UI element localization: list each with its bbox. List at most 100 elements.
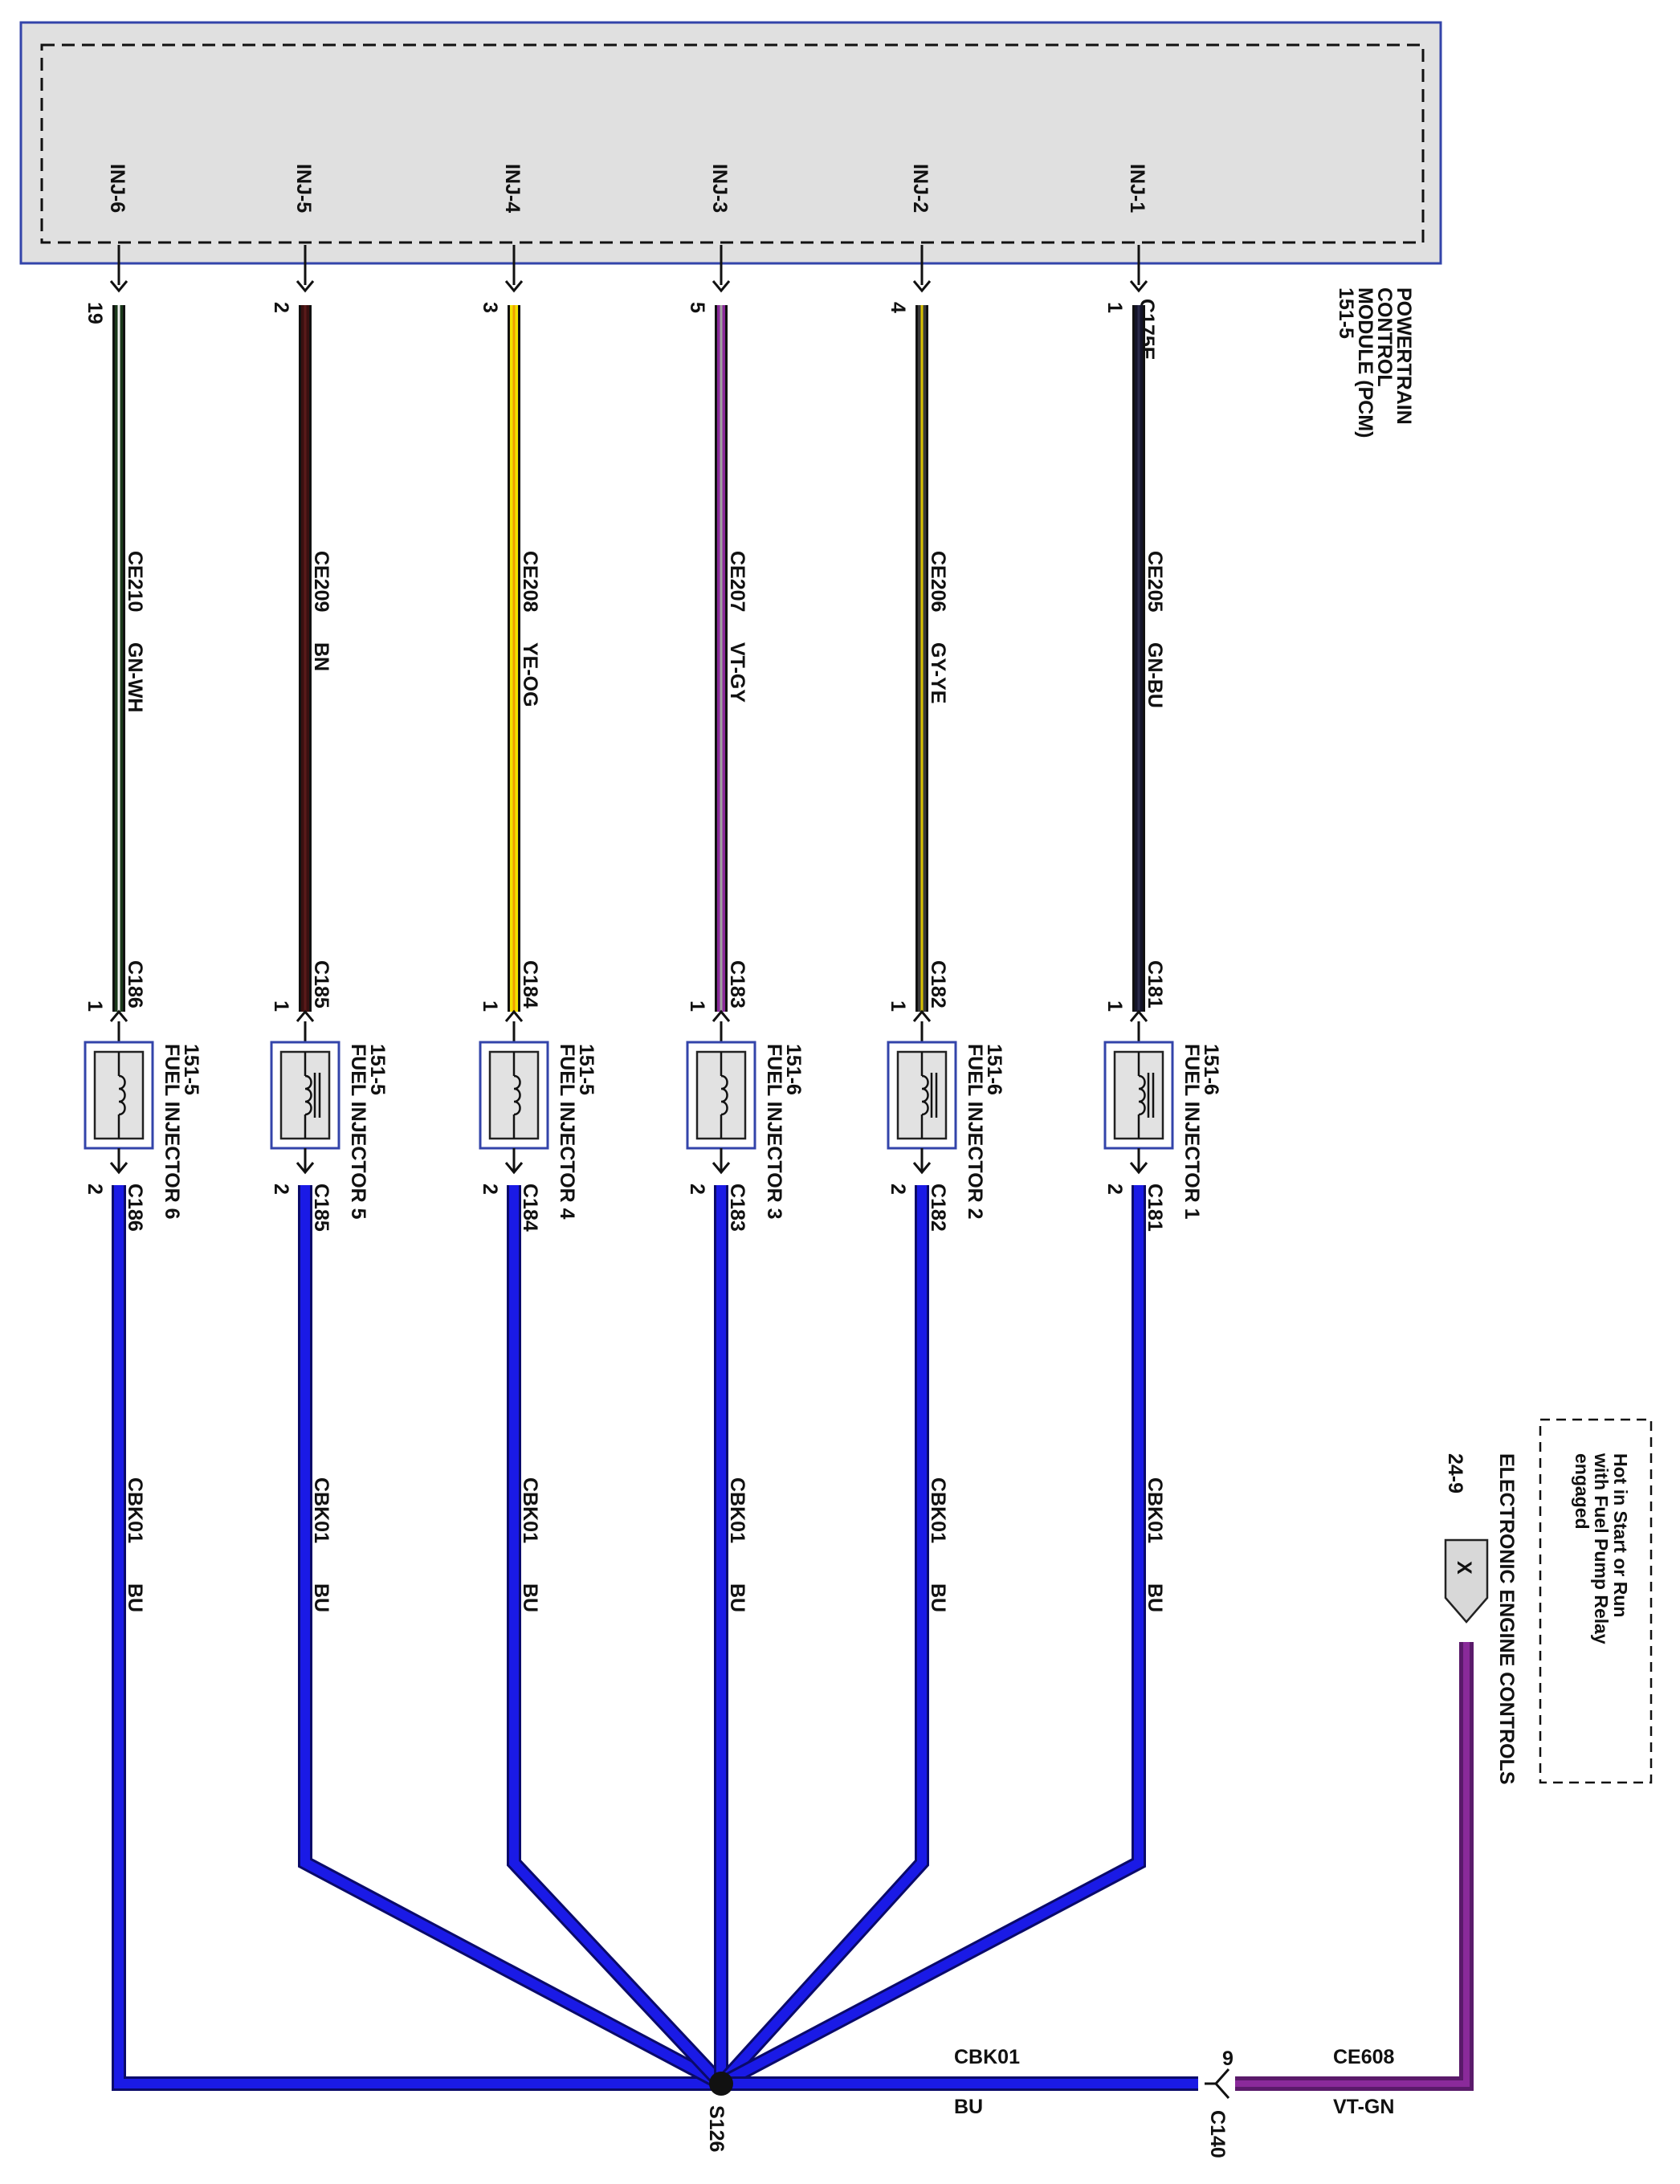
pcm-pin-label: INJ-2 [909,164,932,213]
color-code-label: GY-YE [927,642,949,703]
pcm-pin-number: 1 [1103,302,1126,313]
ground-circuit-label: CBK01 [310,1477,332,1543]
connector-chevron-icon [1129,1162,1148,1175]
connector-chevron-icon [109,280,128,293]
pcm-pin-number: 3 [479,302,501,313]
pin-in-label: 1 [270,1000,292,1012]
ground-color-label: BU [1144,1583,1166,1612]
pin-in-label: 1 [686,1000,708,1012]
ground-circuit-label: CBK01 [519,1477,541,1543]
ground-color-label: BU [726,1583,748,1612]
injector-ref: 151-6 [782,1044,805,1095]
connector-chevron-icon [504,280,524,293]
source-ref: 24-9 [1444,1453,1466,1493]
pcm-pin-number: 19 [84,302,106,324]
ground-wire-core [717,1185,927,2088]
circuit-label: CE208 [519,551,541,613]
pcm-name-line-2: CONTROL [1373,287,1396,387]
pcm-pin-label: INJ-3 [708,164,731,213]
ground-wire [716,1185,929,2089]
pin-in-label: 1 [479,1000,501,1012]
feed-circuit: Hot in Start or Run with Fuel Pump Relay… [1205,1418,1653,2158]
pin-out-label: 2 [479,1184,501,1195]
pin-in-label: 1 [84,1000,106,1012]
c140-label: C140 [1206,2110,1229,2158]
pcm-pin-label: INJ-1 [1126,164,1148,213]
connector-chevron-icon [712,280,731,293]
pcm-pin-label: INJ-6 [106,164,128,213]
splice-dot [709,2072,733,2096]
pcm-box [19,21,1442,265]
solenoid-coil-icon [921,1073,938,1118]
connector-chevron-icon [296,280,315,293]
injector-ref: 151-5 [366,1044,389,1095]
pcm-name-line-3: MODULE (PCM) [1354,287,1376,438]
ground-wire [112,1185,721,2091]
source-label: ELECTRONIC ENGINE CONTROLS [1495,1453,1518,1785]
connector-chevron-icon [912,1009,932,1022]
pin-in-label: 1 [1103,1000,1126,1012]
ground-wire-core [509,1185,725,2088]
ground-color-label: BU [124,1583,146,1612]
feed-wire-core [1235,1642,1470,2087]
note-line-2: with Fuel Pump Relay [1591,1453,1612,1644]
feed-color-label: VT-GN [1333,2096,1394,2118]
connector-chevron-icon [912,1162,932,1175]
pcm-pin-number: 4 [887,302,909,313]
ground-wire-core [719,1185,1144,2088]
connector-chevron-icon [712,1162,731,1175]
color-code-label: BN [310,642,332,671]
injector-ref: 151-5 [180,1044,202,1095]
connector-label-out: C183 [726,1184,748,1232]
ground-color-label: BU [519,1583,541,1612]
circuit-label: CE210 [124,551,146,612]
connector-label-in: C182 [927,960,949,1008]
injector-ref: 151-6 [1200,1044,1222,1095]
bus-circuit-label: CBK01 [954,2046,1020,2068]
connector-label-out: C186 [124,1184,146,1232]
solenoid-coil-icon [720,1074,728,1116]
solenoid-coil-icon [513,1074,521,1116]
pin-out-label: 2 [1103,1184,1126,1195]
connector-chevron-icon [296,1009,315,1022]
pcm-module: POWERTRAIN CONTROL MODULE (PCM) 151-5 C1… [19,21,1442,438]
connector-label-in: C183 [726,960,748,1008]
connector-chevron-icon [712,1009,731,1022]
color-code-label: YE-OG [519,642,541,707]
injector-name: FUEL INJECTOR 3 [763,1044,785,1220]
connector-chevron-icon [504,1162,524,1175]
ground-circuit-label: CBK01 [726,1477,748,1543]
injector-name: FUEL INJECTOR 1 [1180,1044,1203,1220]
connector-label-in: C186 [124,960,146,1008]
color-code-label: GN-WH [124,642,146,712]
note-box [1539,1418,1653,1784]
circuit-label: CE205 [1144,551,1166,613]
injector-name: FUEL INJECTOR 4 [556,1044,578,1220]
injector-ref: 151-6 [983,1044,1005,1095]
injector-name: FUEL INJECTOR 2 [964,1044,986,1220]
ground-wire-core [114,1185,721,2088]
note-line-1: Hot in Start or Run [1610,1453,1631,1617]
connector-label-out: C181 [1144,1184,1166,1232]
ground-color-label: BU [927,1583,949,1612]
circuit-label: CE207 [726,551,748,612]
connector-chevron-icon [504,1009,524,1022]
note-line-3: engaged [1572,1453,1592,1530]
connector-chevron-icon [109,1009,128,1022]
pcm-pin-label: INJ-4 [501,164,524,213]
injector-name: FUEL INJECTOR 6 [161,1044,183,1220]
connector-label-in: C181 [1144,960,1166,1008]
pcm-name-line-1: POWERTRAIN [1393,287,1415,425]
connector-label-out: C185 [310,1184,332,1232]
solenoid-coil-icon [118,1074,126,1116]
pcm-pin-number: 5 [686,302,708,313]
injector-name: FUEL INJECTOR 5 [347,1044,369,1220]
